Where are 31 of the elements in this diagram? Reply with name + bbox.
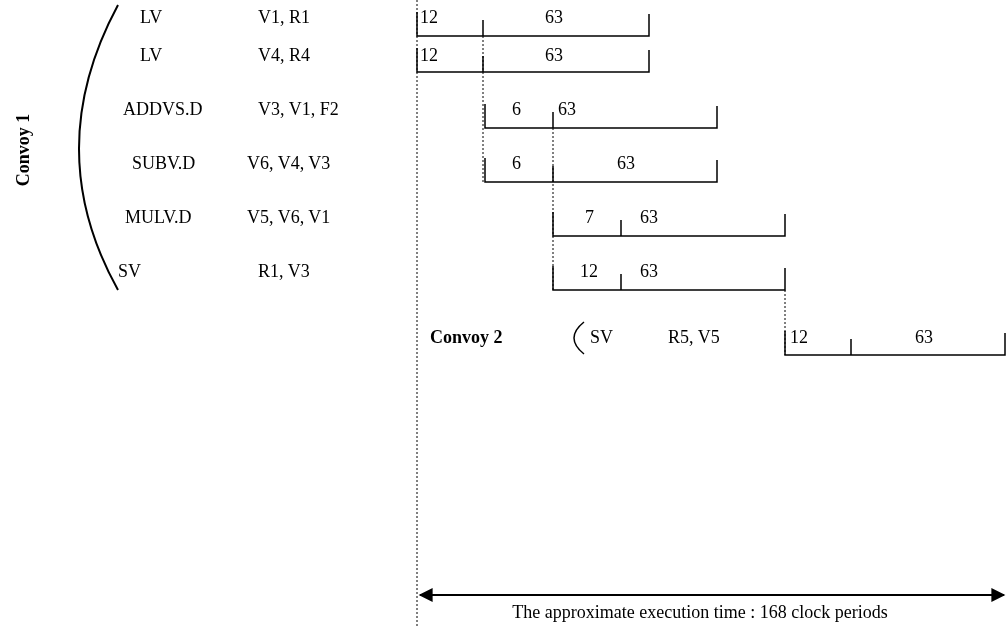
instruction-label: MULV.D bbox=[125, 208, 192, 228]
cycle-count: 63 bbox=[640, 208, 658, 228]
operand-label: V4, R4 bbox=[258, 46, 310, 66]
cycle-count: 63 bbox=[640, 262, 658, 282]
operand-label: V6, V4, V3 bbox=[247, 154, 331, 174]
operand-label: V3, V1, F2 bbox=[258, 100, 339, 120]
cycle-count: 63 bbox=[915, 328, 933, 348]
operand-label: R1, V3 bbox=[258, 262, 310, 282]
instruction-label: SUBV.D bbox=[132, 154, 196, 174]
convoy-label: Convoy 1 bbox=[14, 113, 34, 187]
cycle-count: 63 bbox=[558, 100, 576, 120]
cycle-count: 63 bbox=[617, 154, 635, 174]
instruction-label: LV bbox=[140, 8, 163, 28]
instruction-label: LV bbox=[140, 46, 163, 66]
cycle-count: 12 bbox=[790, 328, 808, 348]
note-text: The approximate execution time : 168 clock periods bbox=[512, 603, 888, 623]
cycle-count: 12 bbox=[420, 46, 438, 66]
cycle-count: 12 bbox=[580, 262, 598, 282]
cycle-count: 6 bbox=[512, 100, 521, 120]
cycle-count: 6 bbox=[512, 154, 521, 174]
cycle-count: 63 bbox=[545, 46, 563, 66]
cycle-count: 12 bbox=[420, 8, 438, 28]
cycle-count: 7 bbox=[585, 208, 594, 228]
operand-label: V5, V6, V1 bbox=[247, 208, 331, 228]
instruction-label: ADDVS.D bbox=[123, 100, 203, 120]
operand-label: V1, R1 bbox=[258, 8, 310, 28]
cycle-count: 63 bbox=[545, 8, 563, 28]
instruction-label: SV bbox=[590, 328, 613, 348]
convoy-label: Convoy 2 bbox=[430, 328, 503, 348]
operand-label: R5, V5 bbox=[668, 328, 720, 348]
instruction-label: SV bbox=[118, 262, 141, 282]
